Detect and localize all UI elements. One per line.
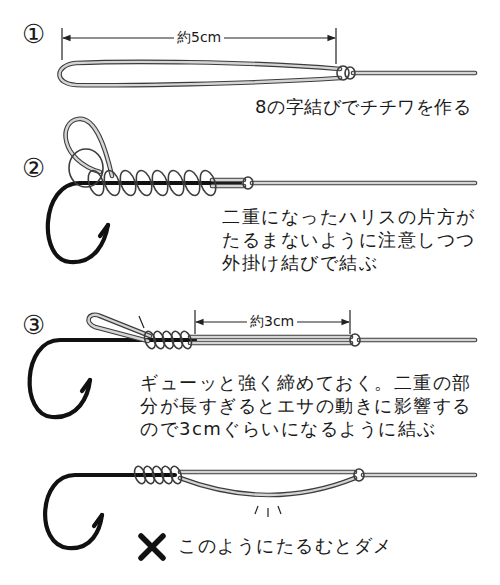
step-number: ① <box>22 18 45 51</box>
step-number: ② <box>22 152 45 185</box>
dimension-label: 約3cm <box>247 313 297 331</box>
loop-figure <box>60 62 476 85</box>
cross-mark <box>141 536 163 558</box>
dimension-line <box>195 310 350 334</box>
step-number: ③ <box>22 309 45 342</box>
step-note: 二重になったハリスの片方がたるまないように注意しつつ外掛け結びで結ぶ <box>222 206 480 275</box>
dimension-line <box>62 28 336 64</box>
step-note: ギューッと強く締めておく。二重の部分が長すぎるとエサの動きに影響するので3cmぐ… <box>140 372 476 441</box>
warning-note: このようにたるむとダメ <box>178 535 393 558</box>
dimension-label: 約5cm <box>174 29 224 47</box>
step-note: 8の字結びでチチワを作る <box>255 96 472 119</box>
